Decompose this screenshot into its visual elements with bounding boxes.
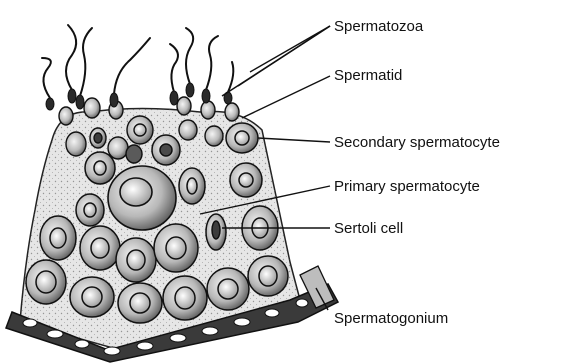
label-spermatid: Spermatid xyxy=(334,67,402,84)
large-primary-spermatocyte xyxy=(108,166,176,230)
label-spermatogonium: Spermatogonium xyxy=(334,310,448,327)
sertoli-cell xyxy=(206,214,226,250)
label-primary-spermatocyte: Primary spermatocyte xyxy=(334,178,480,195)
label-spermatozoa: Spermatozoa xyxy=(334,18,424,35)
label-secondary-spermatocyte: Secondary spermatocyte xyxy=(334,134,500,151)
spermatozoa-tails xyxy=(42,25,233,98)
label-sertoli-cell: Sertoli cell xyxy=(334,220,403,237)
